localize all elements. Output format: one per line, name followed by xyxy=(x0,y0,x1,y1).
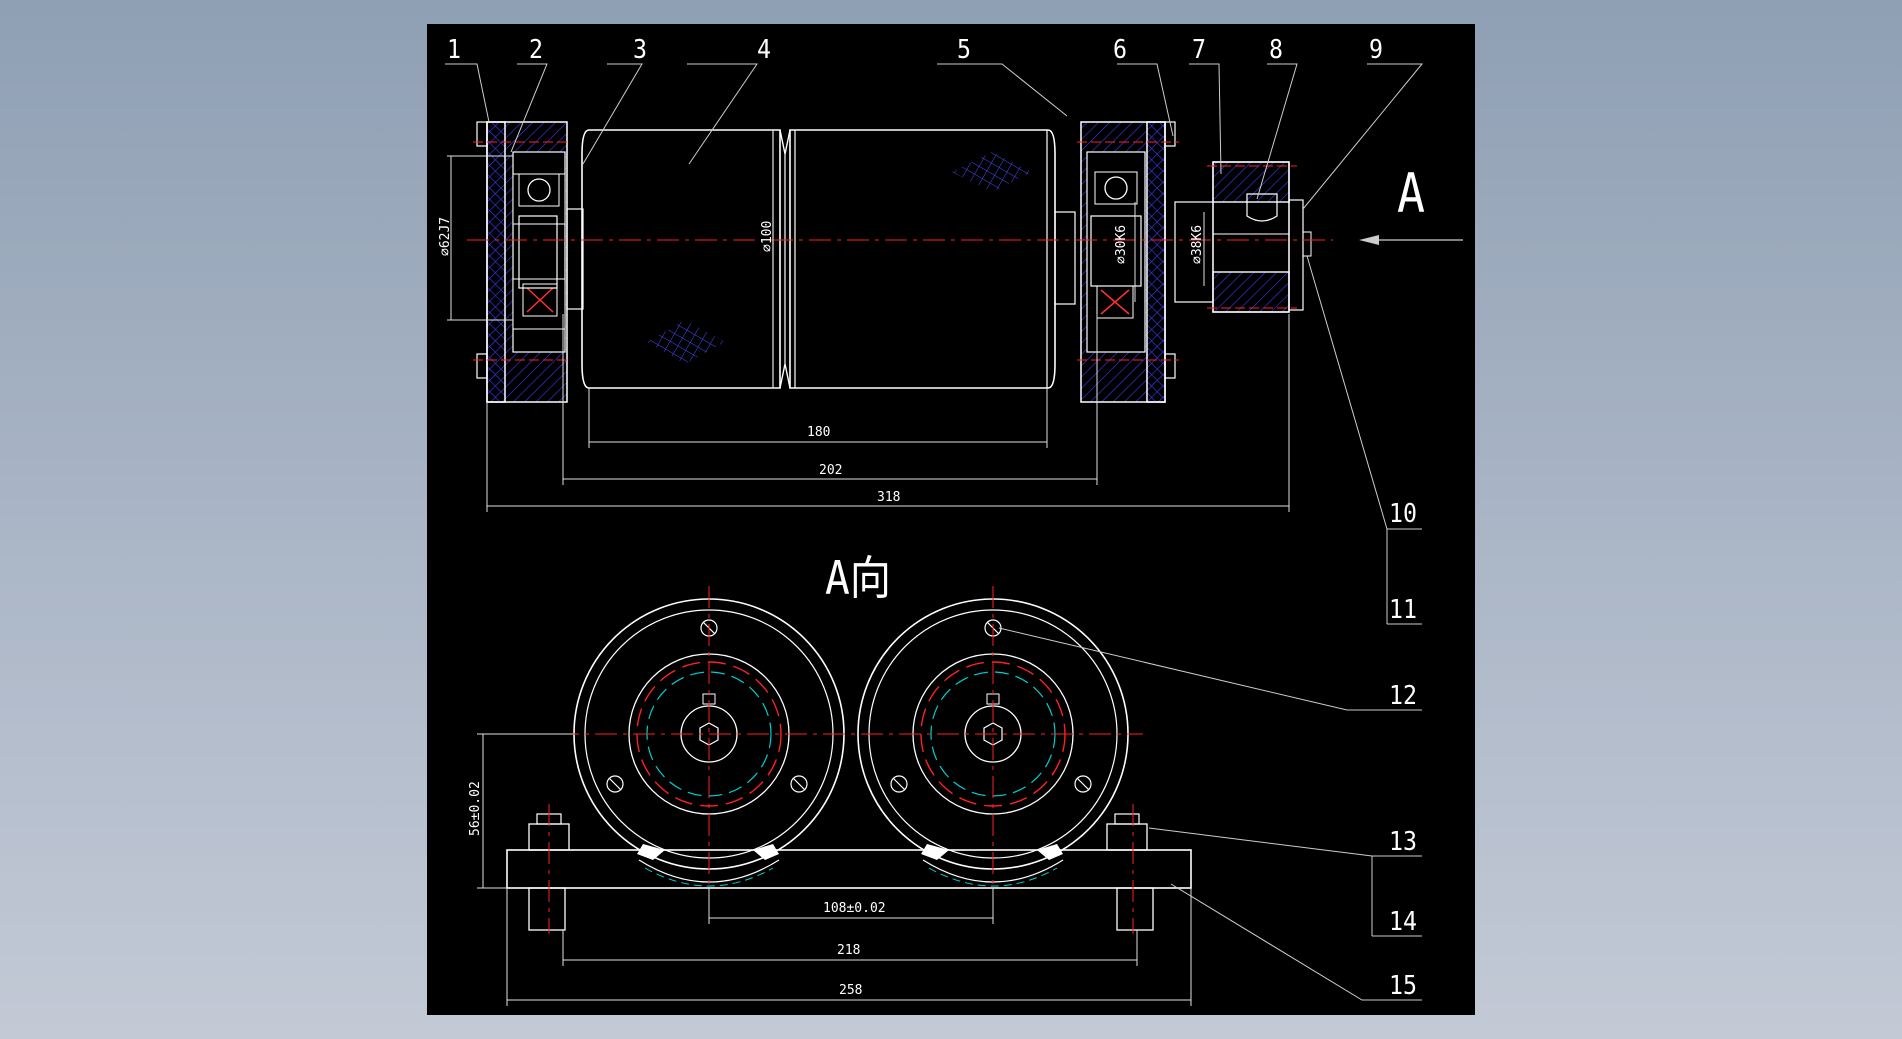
leader-lines-top xyxy=(445,63,1424,625)
part-number-6: 6 xyxy=(1113,35,1127,65)
dimension-lines-bottom xyxy=(477,733,1192,1006)
part-number-2: 2 xyxy=(529,35,543,65)
view-title: A向 xyxy=(825,551,891,605)
dim-center-height: 56±0.02 xyxy=(468,781,483,836)
part-number-5: 5 xyxy=(957,35,971,65)
dimension-texts: ∅62J7 ∅100 ∅30K6 ∅38K6 180 202 318 56±0.… xyxy=(438,217,1205,998)
dim-hub-diameter: ∅38K6 xyxy=(1190,225,1205,264)
coupling-hub xyxy=(1212,161,1312,313)
cad-drawing: 1 2 3 4 5 6 7 8 9 10 11 12 13 14 15 A A向… xyxy=(438,35,1463,1006)
part-number-labels: 1 2 3 4 5 6 7 8 9 10 11 12 13 14 15 xyxy=(447,35,1417,1001)
slotted-screw-icon xyxy=(790,775,808,793)
end-view xyxy=(506,586,1192,934)
cross-roller-icon xyxy=(522,283,558,317)
leader-lines-bottom xyxy=(998,627,1422,1001)
part-number-7: 7 xyxy=(1192,35,1206,65)
dim-center-distance: 108±0.02 xyxy=(823,901,886,916)
slotted-screw-icon xyxy=(606,775,624,793)
drawing-canvas[interactable]: 1 2 3 4 5 6 7 8 9 10 11 12 13 14 15 A A向… xyxy=(427,24,1475,1015)
view-arrow-letter: A xyxy=(1397,162,1425,225)
nut-right xyxy=(1106,823,1148,851)
part-number-12: 12 xyxy=(1389,681,1417,711)
view-arrow xyxy=(1359,235,1463,245)
part-number-14: 14 xyxy=(1389,907,1417,937)
part-number-15: 15 xyxy=(1389,971,1417,1001)
dimension-lines-top xyxy=(447,130,1290,512)
slotted-screw-icon xyxy=(1074,775,1092,793)
part-number-9: 9 xyxy=(1369,35,1383,65)
part-number-8: 8 xyxy=(1269,35,1283,65)
knurl-patch-upper xyxy=(952,152,1032,192)
base-plate xyxy=(506,849,1192,889)
part-number-1: 1 xyxy=(447,35,461,65)
knurl-patch-lower xyxy=(647,320,725,364)
part-number-10: 10 xyxy=(1389,499,1417,529)
section-view xyxy=(467,121,1463,403)
dim-hole-spacing: 218 xyxy=(837,943,860,958)
dim-roller-length: 180 xyxy=(807,425,830,440)
ball-bearing-icon xyxy=(518,173,560,207)
part-number-3: 3 xyxy=(633,35,647,65)
dim-shaft-diameter: ∅30K6 xyxy=(1114,225,1129,264)
part-number-13: 13 xyxy=(1389,827,1417,857)
part-number-11: 11 xyxy=(1389,595,1417,625)
dim-overall-length: 318 xyxy=(877,490,900,505)
ball-bearing-icon xyxy=(1094,171,1138,205)
dim-roller-diameter: ∅100 xyxy=(760,221,775,252)
dim-bearing-span: 202 xyxy=(819,463,842,478)
slotted-screw-icon xyxy=(890,775,908,793)
cross-roller-icon xyxy=(1096,285,1134,319)
dim-base-length: 258 xyxy=(839,983,862,998)
part-number-4: 4 xyxy=(757,35,771,65)
dim-bearing-housing: ∅62J7 xyxy=(438,217,453,256)
